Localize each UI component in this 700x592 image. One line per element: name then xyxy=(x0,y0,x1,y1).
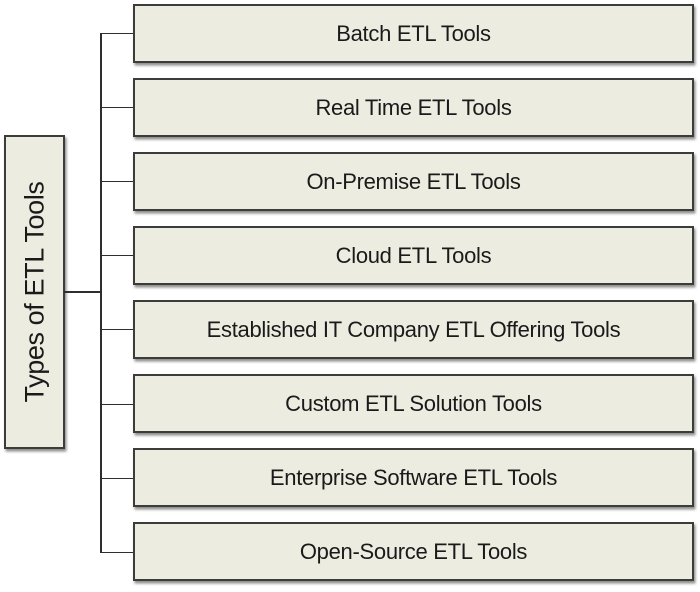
node-open-source-etl-tools: Open-Source ETL Tools xyxy=(133,522,694,581)
node-label: Real Time ETL Tools xyxy=(315,94,512,120)
node-batch-etl-tools: Batch ETL Tools xyxy=(133,4,694,63)
branch-connector-established-it xyxy=(101,328,133,331)
node-label: Enterprise Software ETL Tools xyxy=(269,464,558,490)
node-label: Cloud ETL Tools xyxy=(335,242,492,268)
node-real-time-etl-tools: Real Time ETL Tools xyxy=(133,78,694,137)
branch-connector-enterprise xyxy=(101,477,133,480)
node-label: Open-Source ETL Tools xyxy=(299,538,528,564)
node-cloud-etl-tools: Cloud ETL Tools xyxy=(133,226,694,285)
branch-connector-cloud xyxy=(101,254,133,257)
node-on-premise-etl-tools: On-Premise ETL Tools xyxy=(133,152,694,211)
node-established-it-company-etl-offering-tools: Established IT Company ETL Offering Tool… xyxy=(133,300,694,359)
root-to-trunk-connector xyxy=(64,291,101,293)
node-enterprise-software-etl-tools: Enterprise Software ETL Tools xyxy=(133,448,694,507)
branch-connector-open-source xyxy=(101,551,133,554)
leaf-boxes-column: Batch ETL Tools Real Time ETL Tools On-P… xyxy=(133,4,694,581)
branch-connector-custom xyxy=(101,403,133,406)
branch-connector-real-time xyxy=(101,106,133,109)
node-custom-etl-solution-tools: Custom ETL Solution Tools xyxy=(133,374,694,433)
node-label: Custom ETL Solution Tools xyxy=(285,390,542,416)
root-node-label: Types of ETL Tools xyxy=(19,181,49,403)
node-label: Established IT Company ETL Offering Tool… xyxy=(206,316,621,342)
node-label: Batch ETL Tools xyxy=(336,20,491,46)
node-label: On-Premise ETL Tools xyxy=(306,168,521,194)
root-node-types-of-etl-tools: Types of ETL Tools xyxy=(4,135,65,449)
branch-connector-on-premise xyxy=(101,180,133,183)
branch-connector-batch xyxy=(101,32,133,35)
